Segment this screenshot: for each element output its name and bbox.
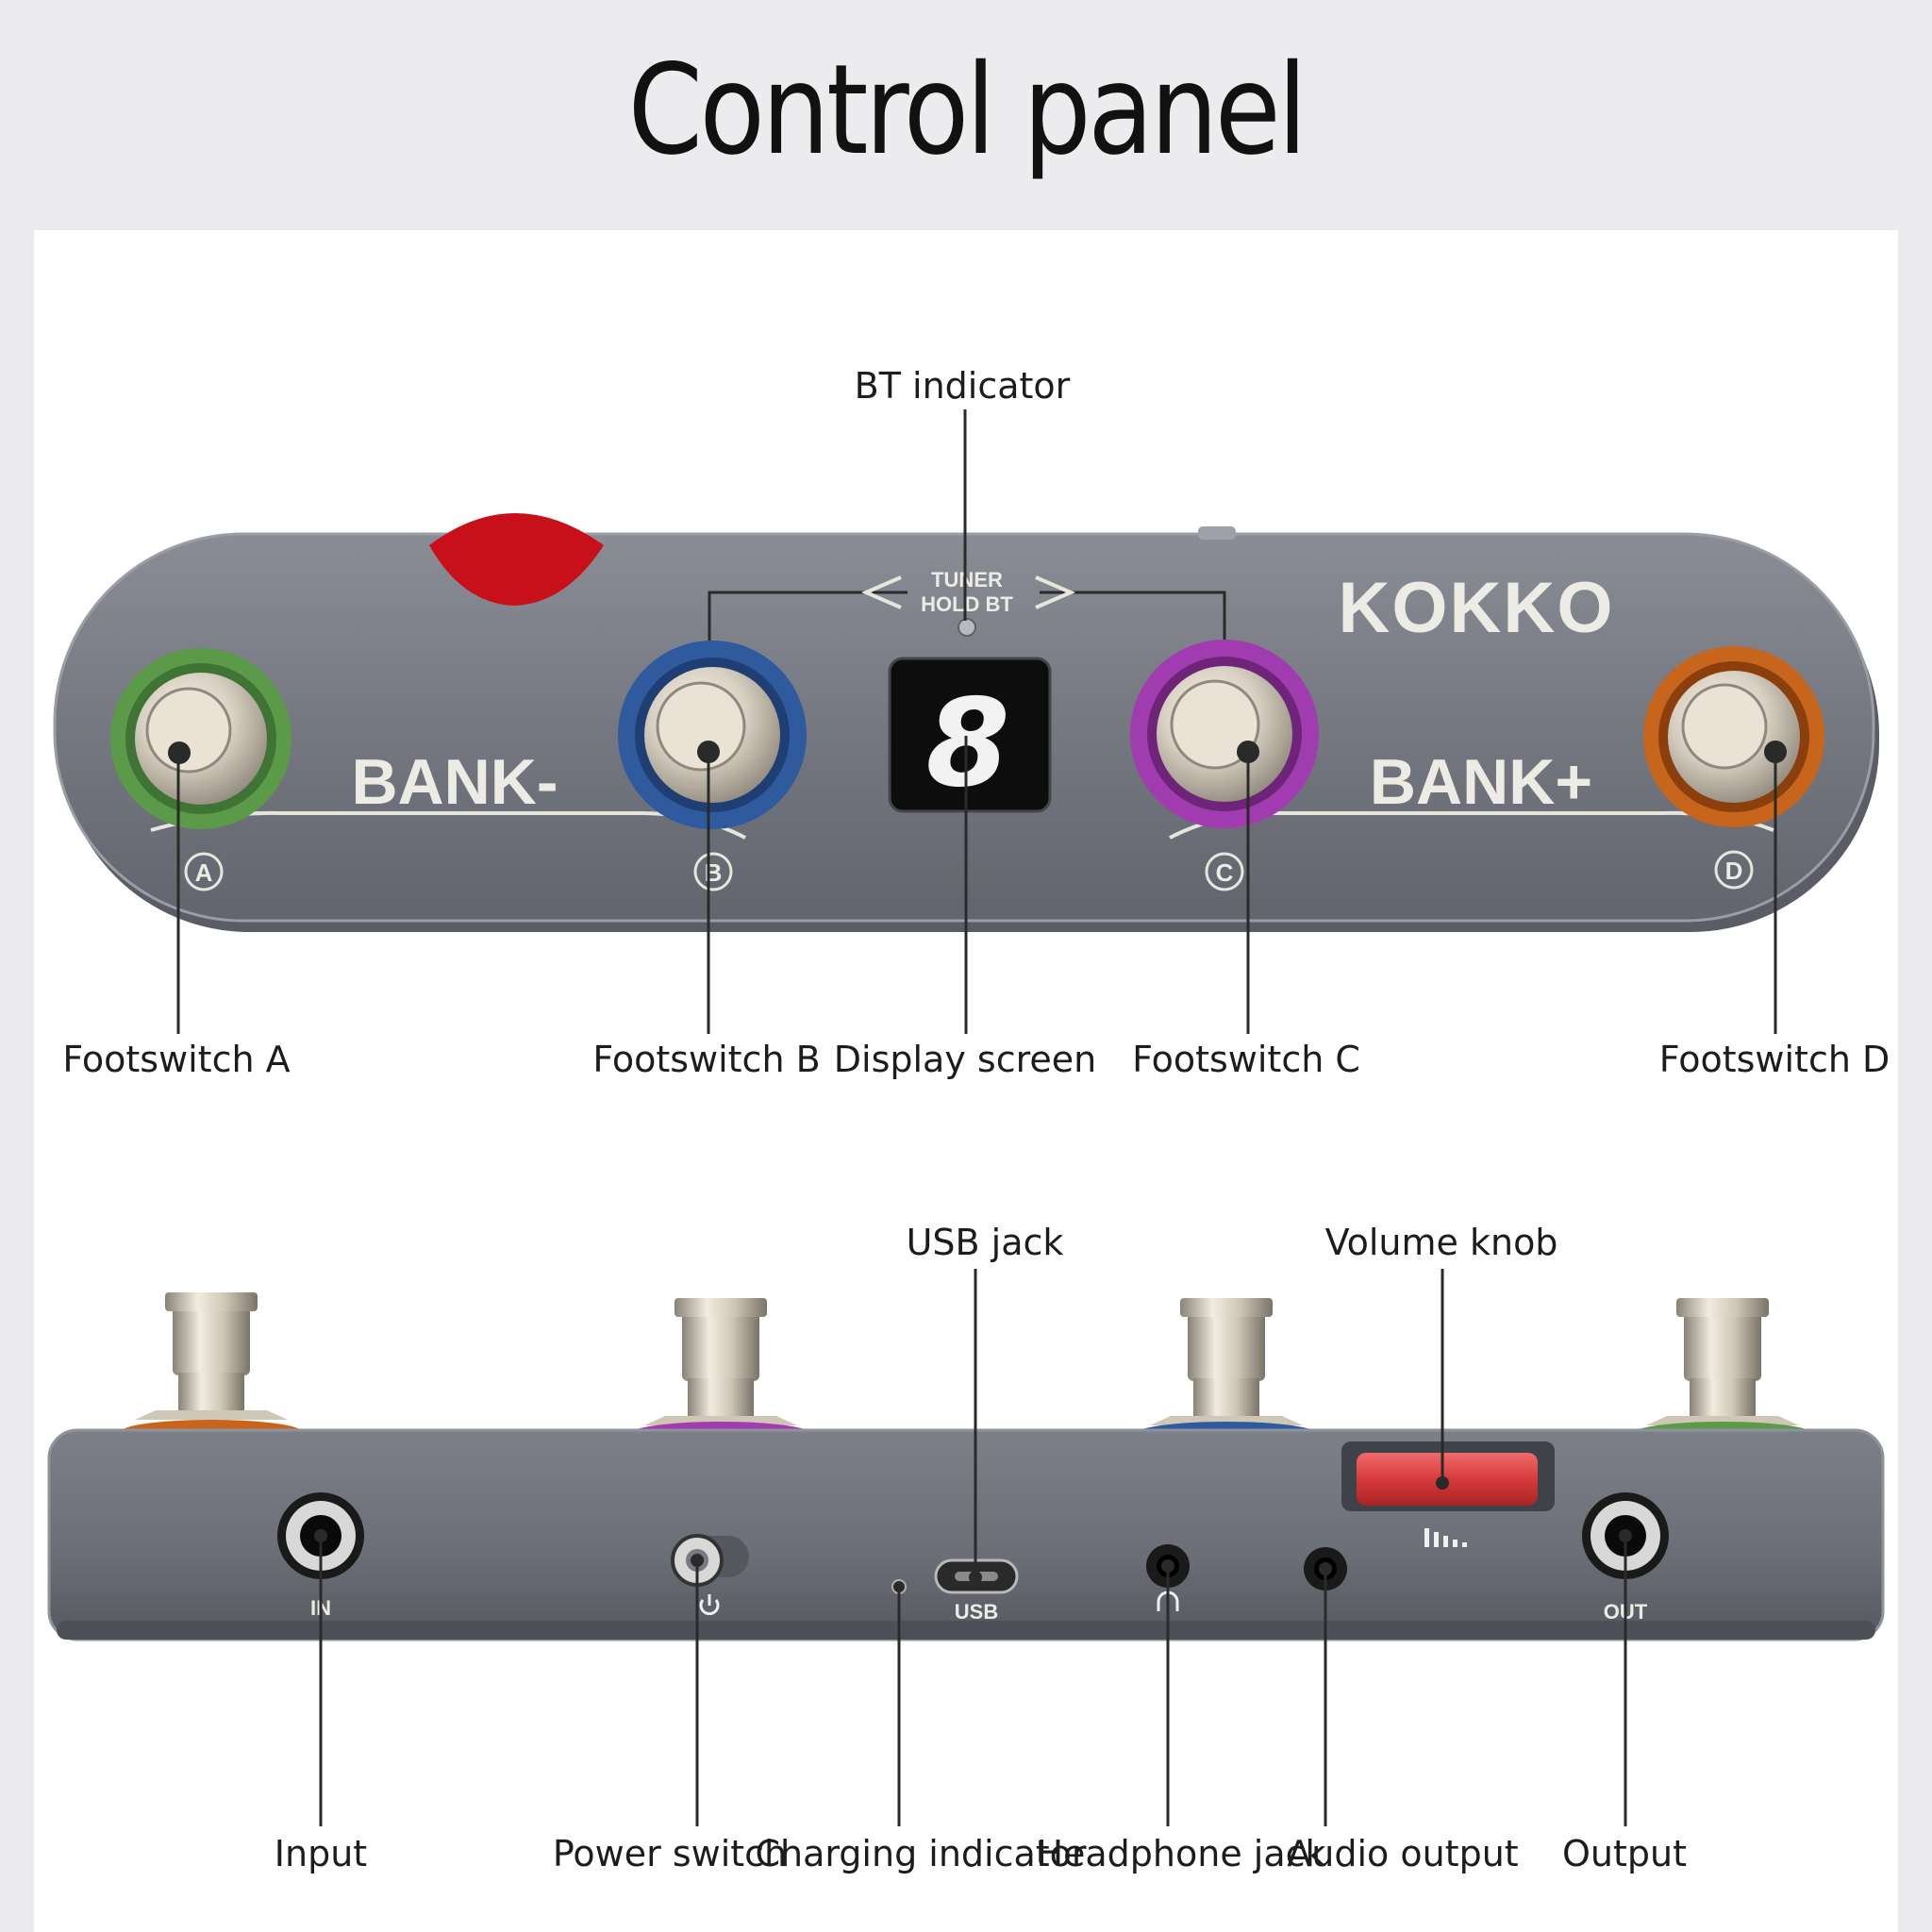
brand-logo: KOKKO <box>1339 568 1615 648</box>
side-footswitch-4 <box>1632 1298 1813 1446</box>
pedal-side-view: IN USB <box>47 1292 1885 1641</box>
callout-footswitch-d: Footswitch D <box>1659 1039 1890 1080</box>
power-icon <box>699 1594 720 1616</box>
callout-usb-jack: USB jack <box>907 1222 1064 1263</box>
footswitch-d <box>1643 646 1824 827</box>
tuner-label-line2: HOLD BT <box>921 592 1013 616</box>
footswitch-c <box>1130 640 1319 828</box>
switch-letter-c-text: C <box>1216 858 1234 887</box>
switch-letter-b-text: B <box>705 858 723 887</box>
switch-letter-d: D <box>1714 850 1754 890</box>
page-title: Control panel <box>627 38 1307 183</box>
callout-output: Output <box>1562 1833 1687 1874</box>
pedal-top-view: TUNER HOLD BT KOKKO BANK- BANK+ 8 A B C <box>53 513 1879 932</box>
bt-indicator-led <box>958 618 976 637</box>
callout-footswitch-c: Footswitch C <box>1132 1039 1360 1080</box>
switch-letter-c: C <box>1205 852 1244 891</box>
switch-letter-d-text: D <box>1725 857 1743 885</box>
callout-power-switch: Power switch <box>553 1833 787 1874</box>
pedal-side-bottom-edge <box>57 1621 1875 1640</box>
top-red-knob <box>429 513 604 606</box>
side-footswitch-3 <box>1136 1298 1317 1446</box>
side-footswitch-2 <box>630 1298 811 1446</box>
tuner-bracket <box>708 591 1226 641</box>
top-edge-jack <box>1198 526 1236 540</box>
display-digit: 8 <box>925 674 1009 814</box>
top-leader-lines <box>176 409 1777 1034</box>
bottom-leader-lines <box>314 1269 1632 1826</box>
callout-display-screen: Display screen <box>834 1039 1096 1080</box>
callout-bt-indicator: BT indicator <box>855 365 1071 407</box>
callout-footswitch-a: Footswitch A <box>62 1039 290 1080</box>
callout-input: Input <box>275 1833 367 1874</box>
bank-plus-label: BANK+ <box>1370 746 1592 818</box>
side-footswitch-1 <box>121 1292 302 1444</box>
bank-minus-label: BANK- <box>351 746 558 818</box>
switch-letter-a-text: A <box>195 858 213 887</box>
tuner-label-line1: TUNER <box>931 568 1003 591</box>
display-screen <box>888 657 1052 813</box>
callout-audio-output: Audio output <box>1287 1833 1518 1874</box>
footswitch-b <box>618 641 807 829</box>
callout-footswitch-b: Footswitch B <box>592 1039 820 1080</box>
callout-volume-knob: Volume knob <box>1325 1222 1558 1263</box>
switch-letter-a: A <box>184 852 224 891</box>
tuner-arrow-left <box>860 575 902 609</box>
tuner-arrow-right <box>1035 575 1076 609</box>
port-label-usb: USB <box>955 1600 998 1624</box>
callout-headphone-jack: Headphone jack <box>1036 1833 1325 1874</box>
footswitch-a <box>110 648 291 829</box>
callout-charging-indicator: Charging indicator <box>755 1833 1086 1874</box>
volume-level-icon <box>1424 1528 1467 1547</box>
